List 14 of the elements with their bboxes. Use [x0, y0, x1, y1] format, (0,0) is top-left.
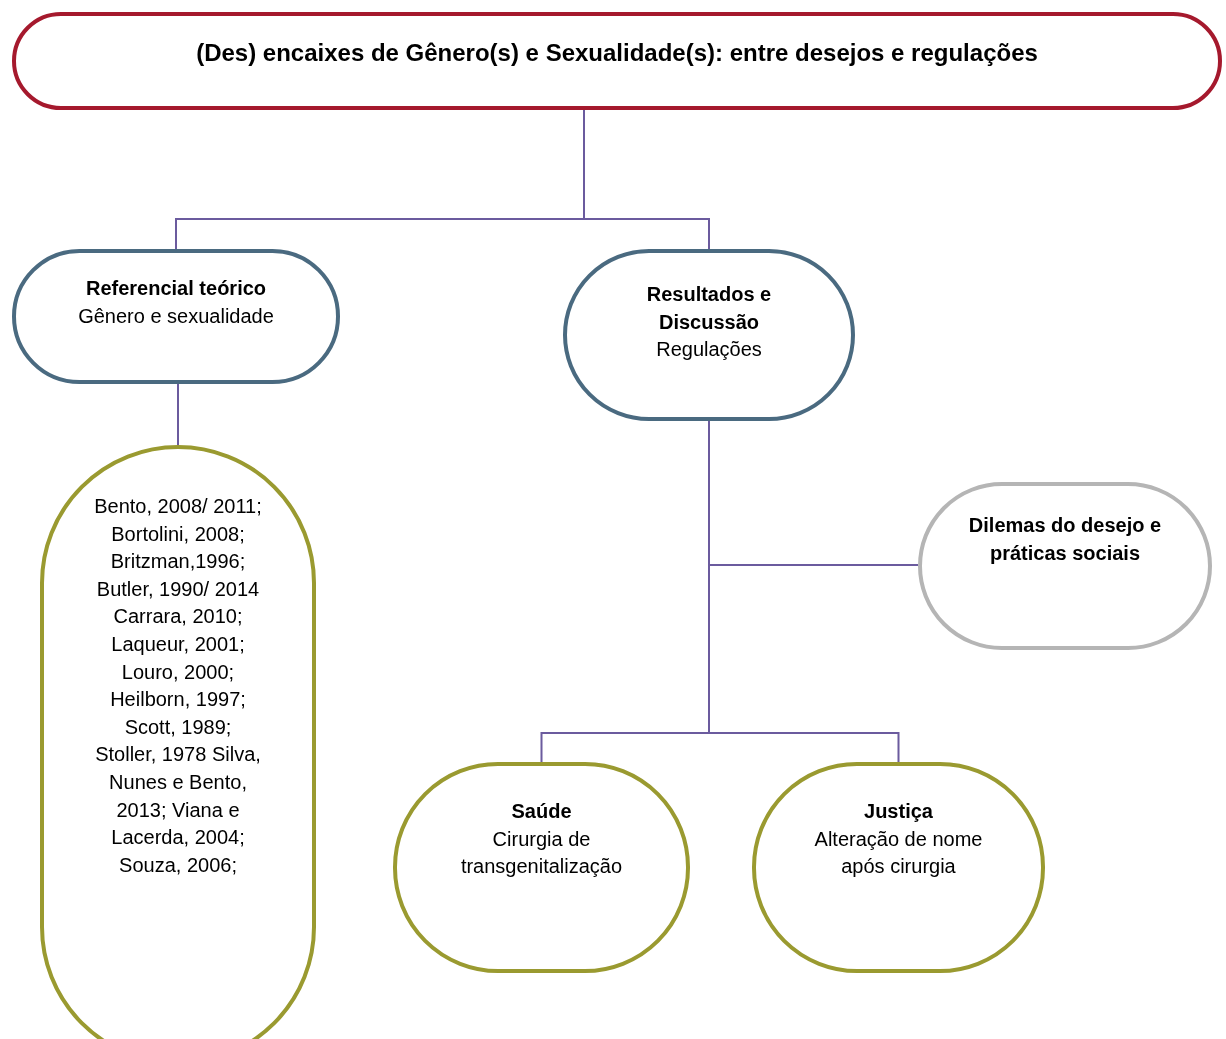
body-text: Cirurgia de transgenitalização [459, 826, 624, 880]
heading-text: Saúde [511, 799, 572, 824]
body-text: Regulações [656, 337, 762, 363]
rounded-box [40, 445, 316, 1039]
heading-text: Justiça [864, 799, 933, 824]
heading-text: (Des) encaixes de Gênero(s) e Sexualidade(s): entre desejos e regulações [196, 38, 1038, 68]
connector-line [583, 109, 710, 250]
heading-text: Dilemas do desejo e práticas sociais [967, 513, 1163, 566]
body-text: Gênero e sexualidade [78, 303, 274, 329]
body-text: Alteração de nome após cirurgia [813, 826, 984, 880]
body-text: Bento, 2008/ 2011; Bortolini, 2008; Britzman,1996; Butler, 1990/ 2014 Carrara, 2010; Laqueur, 2001; Louro, 2000; Heilborn, 1997; Scott, 1989; Stoller, 1978 Silva, Nunes e Bento, 2013; Viana e Lacerda, 2004; Souza, 2006; [94, 494, 262, 878]
heading-text: Resultados e Discussão [645, 282, 773, 335]
connector-line [177, 383, 179, 446]
heading-text: Referencial teórico [85, 276, 267, 301]
